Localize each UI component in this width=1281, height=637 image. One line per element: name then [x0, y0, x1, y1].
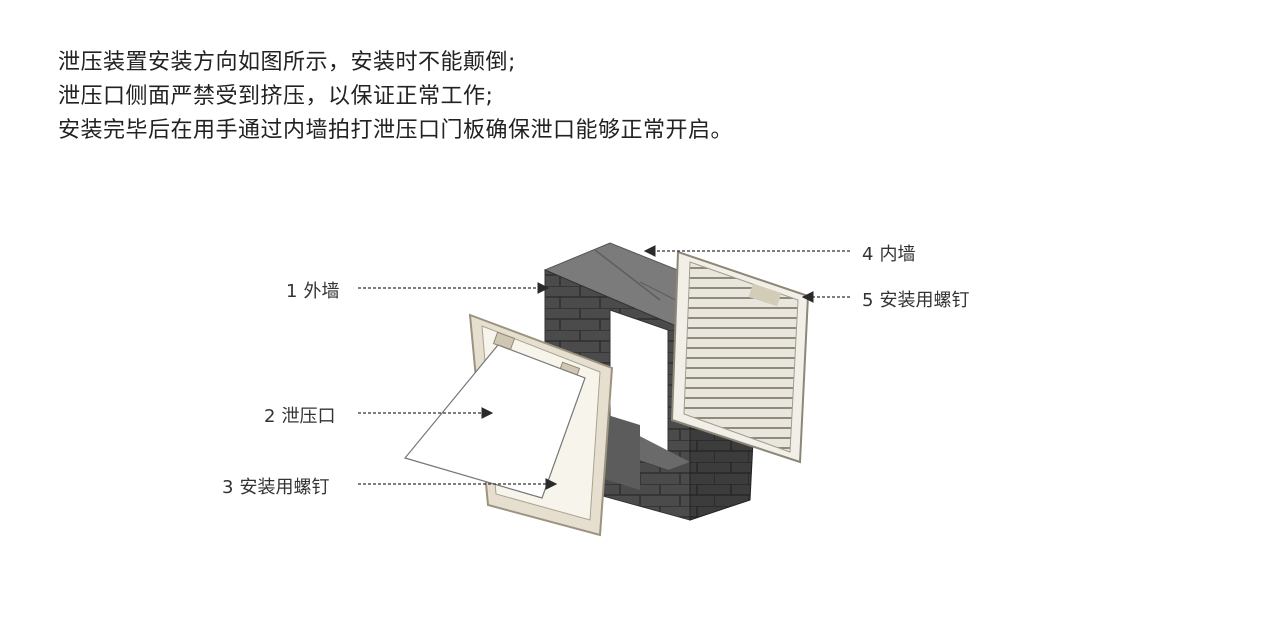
callout-4-number: 4 — [862, 244, 874, 265]
note-line-1: 泄压装置安装方向如图所示，安装时不能颠倒; — [58, 50, 516, 75]
callout-1-label: 外墙 — [303, 281, 340, 302]
installation-notes: 泄压装置安装方向如图所示，安装时不能颠倒; 泄压口侧面严禁受到挤压，以保证正常工… — [58, 46, 733, 148]
note-line-3: 安装完毕后在用手通过内墙拍打泄压口门板确保泄口能够正常开启。 — [58, 118, 734, 143]
callout-5-label: 安装用螺钉 — [879, 290, 970, 311]
callout-1-number: 1 — [286, 281, 298, 302]
callout-3-label: 安装用螺钉 — [239, 477, 330, 498]
pressure-relief-door — [403, 313, 614, 537]
note-line-2: 泄压口侧面严禁受到挤压，以保证正常工作; — [58, 84, 494, 109]
leader-lines — [358, 245, 850, 490]
inner-louver-panel — [670, 250, 810, 464]
callout-4-label: 内墙 — [879, 244, 916, 265]
callout-2-number: 2 — [264, 406, 276, 427]
callout-5-number: 5 — [862, 290, 874, 311]
callout-2-label: 泄压口 — [281, 406, 336, 427]
callout-3-number: 3 — [222, 477, 234, 498]
